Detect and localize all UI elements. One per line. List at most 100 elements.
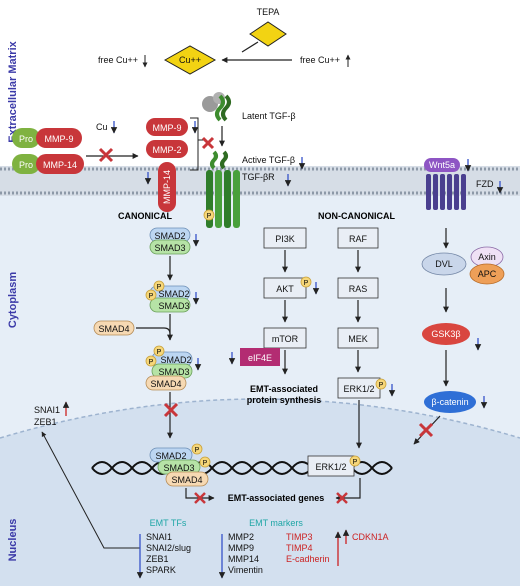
smad2-label-4: SMAD2 (155, 451, 186, 461)
nuclear-erk-p-badge (349, 455, 361, 467)
fzd-receptor (426, 174, 466, 210)
tf-item-0: SNAI1 (146, 532, 172, 542)
apc-node (469, 263, 505, 285)
latent-tgfb-complex (202, 92, 231, 122)
free-cu-right-label: free Cu++ (300, 55, 340, 65)
receptor-p-badge (203, 209, 215, 221)
wnt5a-node (424, 158, 460, 172)
smad234-p-label-a: P (149, 359, 154, 366)
mmp14-membrane (158, 162, 176, 212)
gsk3b-node (422, 323, 470, 345)
tf-item-3: SPARK (146, 565, 176, 575)
akt-p-badge (300, 276, 312, 288)
emt-protein-label-2: protein synthesis (247, 395, 322, 405)
smad3-label-3: SMAD3 (158, 367, 189, 377)
eif4e-box (240, 348, 280, 366)
marker-up-2: E-cadherin (286, 554, 330, 564)
bcatenin-label: β-catenin (431, 397, 468, 407)
nuclear-erk-p-label: P (353, 459, 358, 466)
active-tgfb-ligand-2 (220, 150, 228, 170)
erk-gene-block-x (336, 492, 348, 504)
bcatenin-block-x (418, 422, 434, 438)
pi3k-box (263, 227, 307, 249)
free-cu-left-label: free Cu++ (98, 55, 138, 65)
ras-label: RAS (349, 284, 368, 294)
non-canonical-label: NON-CANONICAL (318, 211, 395, 221)
tf-item-2: ZEB1 (146, 554, 169, 564)
region-label-nucleus: Nucleus (7, 519, 19, 562)
smad3-label-2: SMAD3 (158, 301, 189, 311)
active-tgfb-ligand-1 (210, 150, 218, 170)
nuclear-smad-complex (149, 443, 211, 487)
pro-mmp-block-x (98, 147, 114, 163)
smad2-label-2: SMAD2 (158, 289, 189, 299)
marker-up-0: TIMP3 (286, 532, 313, 542)
pro-label-2: Pro (19, 160, 33, 170)
mmp2-active-label: MMP-2 (153, 145, 182, 155)
region-label-extracellular: Extracellular Matrix (7, 40, 19, 142)
active-tgfb-label: Active TGF-β (242, 155, 295, 165)
mek-label: MEK (348, 334, 368, 344)
mek-box (337, 327, 379, 349)
apc-label: APC (478, 269, 497, 279)
cu-label: Cu (96, 122, 108, 132)
marker-down-3: Vimentin (228, 565, 263, 575)
pi3k-label: PI3K (275, 234, 295, 244)
fzd-label: FZD (476, 179, 494, 189)
smad-gene-arrow (185, 488, 215, 501)
snai1-top-label: SNAI1 (34, 405, 60, 415)
mmp14-label-left: MMP-14 (43, 160, 77, 170)
zeb1-top-label: ZEB1 (34, 417, 57, 427)
raf-box (337, 227, 379, 249)
cu-node: Cu++ (163, 45, 217, 75)
cdkn1a-label: CDKN1A (352, 532, 389, 542)
mmp9-active-label: MMP-9 (153, 123, 182, 133)
tepa-inhibit-line (241, 41, 259, 53)
akt-p-label: P (304, 280, 309, 287)
tepa-node: TEPA (249, 7, 287, 47)
pro-mmp14: Pro MMP-14 (12, 154, 84, 174)
smad23-complex-1 (149, 227, 191, 255)
nuclear-erk-label: ERK1/2 (315, 462, 346, 472)
gsk3b-label: GSK3β (431, 329, 460, 339)
mmp14-membrane-label: MMP-14 (162, 170, 172, 204)
erk-p-badge (375, 378, 387, 390)
tgfbr-label: TGF-βR (242, 172, 275, 182)
emt-genes-label: EMT-associated genes (228, 493, 325, 503)
smad4-free (93, 320, 135, 336)
emt-protein-label-1: EMT-associated (250, 384, 318, 394)
pro-mmp9: Pro MMP-9 (12, 128, 82, 148)
smad2-label-1: SMAD2 (154, 231, 185, 241)
region-label-cytoplasm: Cytoplasm (7, 272, 19, 328)
cu-diamond-label: Cu++ (179, 55, 201, 65)
dvl-label: DVL (435, 259, 453, 269)
mmp2-active (146, 140, 188, 158)
pro-label-1: Pro (19, 134, 33, 144)
smad234-complex (145, 345, 193, 391)
p-smad23-complex (145, 280, 191, 313)
wnt5a-label: Wnt5a (429, 160, 455, 170)
canonical-label: CANONICAL (118, 211, 172, 221)
nucleus-background (0, 399, 520, 586)
tgfb-receptor (206, 170, 240, 228)
marker-up-1: TIMP4 (286, 543, 313, 553)
smad-gene-block-x (194, 492, 206, 504)
smad234-p-label-b: P (157, 349, 162, 356)
tf-feedback-arrow (41, 431, 140, 549)
mmp-bracket (190, 117, 199, 171)
psmad-p-label-b: P (157, 284, 162, 291)
tgfb-activation-block-x (201, 136, 215, 150)
marker-down-0: MMP2 (228, 532, 254, 542)
smad2-label-3: SMAD2 (160, 355, 191, 365)
eif4e-label: eIF4E (248, 353, 272, 363)
psmad-p-label-a: P (149, 293, 154, 300)
nuclear-smad-p-label-a: P (195, 447, 200, 454)
raf-label: RAF (349, 234, 368, 244)
emt-markers-heading: EMT markers (249, 518, 303, 528)
axin-label: Axin (478, 252, 496, 262)
smad3-label-1: SMAD3 (154, 243, 185, 253)
akt-label: AKT (276, 284, 294, 294)
mtor-label: mTOR (272, 334, 299, 344)
smad-nuclear-block-x (163, 402, 179, 418)
